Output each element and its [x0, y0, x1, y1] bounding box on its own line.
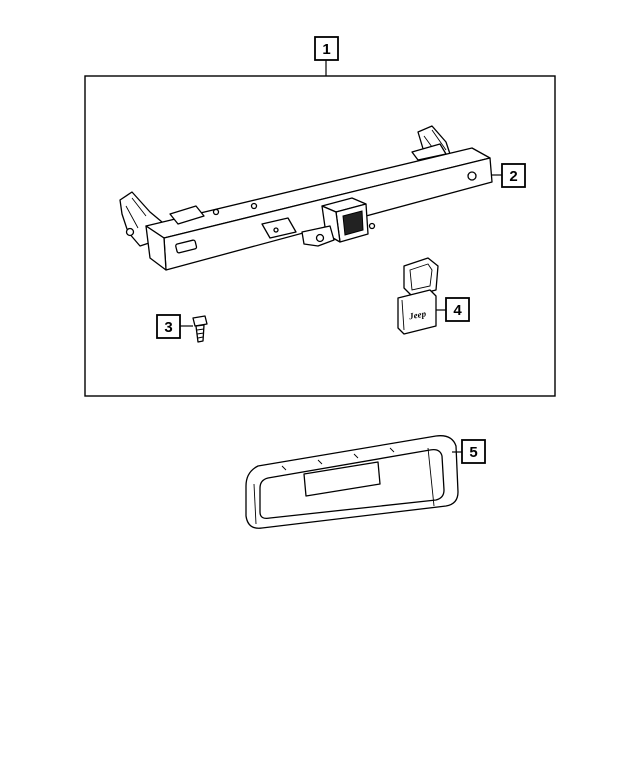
- bezel-part[interactable]: [245, 435, 459, 529]
- callout-4-label: 4: [453, 302, 462, 319]
- bolt-part[interactable]: [192, 315, 208, 343]
- callout-3-label: 3: [164, 319, 172, 336]
- callout-5[interactable]: 5: [452, 439, 486, 464]
- callout-5-label: 5: [469, 444, 477, 461]
- callout-2-label: 2: [509, 168, 517, 185]
- callout-4[interactable]: 4: [436, 297, 470, 322]
- cap-logo: Jeep: [407, 308, 427, 321]
- hitch-cover-part[interactable]: Jeep: [397, 257, 439, 335]
- hitch-receiver-part[interactable]: [119, 125, 493, 271]
- callout-3[interactable]: 3: [156, 314, 193, 339]
- callout-2[interactable]: 2: [492, 163, 526, 188]
- assembly-frame: [84, 75, 556, 397]
- callout-1[interactable]: 1: [314, 36, 339, 76]
- callout-1-label: 1: [322, 41, 330, 58]
